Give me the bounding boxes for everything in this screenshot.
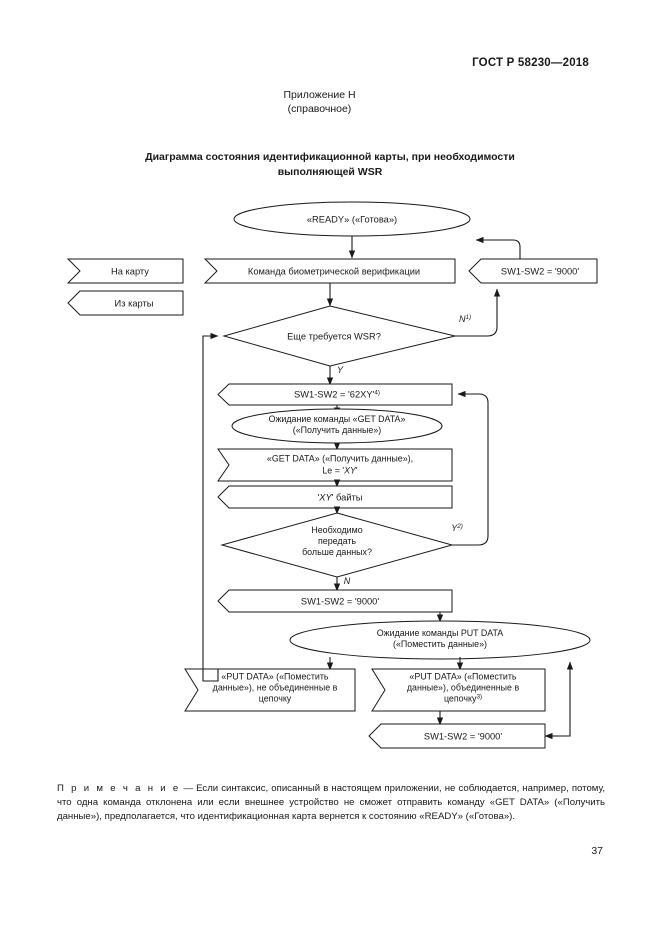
node-wait-put-data-line1: Ожидание команды PUT DATA <box>377 628 504 638</box>
legend-to-card-shape <box>66 258 184 284</box>
node-more-data-line1: Необходимо <box>311 525 362 535</box>
edge-more-data-yes <box>452 390 489 546</box>
footnote-text: Если синтаксис, описанный в настоящем пр… <box>57 783 605 823</box>
state-diagram: «READY» («Готова») На карту Из карты Ком… <box>66 201 598 749</box>
standard-header: ГОСТ Р 58230—2018 <box>472 57 589 69</box>
node-get-data-line1: «GET DATA» («Получить данные»), <box>267 454 413 464</box>
legend-from-card-label: Из карты <box>115 299 154 309</box>
node-ready-label: «READY» («Готова») <box>307 215 397 225</box>
node-put-data-chain-line1: «PUT DATA» («Поместить <box>409 672 517 682</box>
annex-type: (справочное) <box>287 103 352 115</box>
node-sw9000-bottom <box>368 723 546 749</box>
edge-sw9000bottom-to-wait-putdata <box>545 661 574 737</box>
diagram-title-line2: выполняющей WSR <box>277 166 383 178</box>
node-put-data-nochain-line1: «PUT DATA» («Поместить <box>221 672 329 682</box>
node-xy-bytes <box>217 485 453 509</box>
edge-wsr-no <box>455 288 501 337</box>
branch-label-wsr-no: N1) <box>459 314 471 324</box>
diagram-title-line1: Диаграмма состояния идентификационной ка… <box>145 151 515 163</box>
node-sw9000-mid <box>217 589 453 613</box>
node-sw9000-mid-label: SW1-SW2 = '9000' <box>301 597 379 607</box>
node-put-data-chain-line2: данные»), объединенные в <box>407 683 520 693</box>
legend-from-card-shape <box>67 290 184 316</box>
node-sw62xy-label: SW1-SW2 = '62XY'4) <box>294 390 380 400</box>
footnote: П р и м е ч а н и е — Если синтаксис, оп… <box>57 782 605 825</box>
node-put-data-nochain-line2: данные»), не объединенные в <box>213 683 338 693</box>
legend-to-card-label: На карту <box>111 267 149 277</box>
edge-putdata-nochain-to-wsr-decision <box>202 332 219 682</box>
branch-label-more-data-no: N <box>344 576 351 586</box>
edge-sw9000top-to-ready <box>475 236 521 259</box>
node-put-data-nochain-line3: цепочку <box>259 694 292 704</box>
page-number: 37 <box>591 845 603 857</box>
branch-label-more-data-yes: Y2) <box>451 523 463 533</box>
node-wait-get-data-line1: Ожидание команды «GET DATA» <box>269 414 406 424</box>
node-need-wsr-label: Еще требуется WSR? <box>287 332 381 342</box>
annex-number: Приложение Н <box>283 89 356 101</box>
diagram-title: Диаграмма состояния идентификационной ка… <box>60 150 600 180</box>
branch-label-wsr-yes: Y <box>337 365 344 375</box>
footnote-dash: — <box>180 783 197 794</box>
node-xy-bytes-label: 'XY' байты <box>318 493 363 503</box>
node-wait-put-data <box>289 620 591 660</box>
node-put-data-chain <box>371 668 546 712</box>
node-bio-verify-command-label: Команда биометрической верификации <box>248 267 420 277</box>
node-put-data-nochain <box>184 668 356 712</box>
node-more-data-line3: больше данных? <box>302 547 372 557</box>
node-sw9000-top <box>468 258 598 284</box>
annex-heading: Приложение Н (справочное) <box>0 88 661 116</box>
node-put-data-chain-line3: цепочку3) <box>444 694 482 704</box>
node-sw9000-bottom-label: SW1-SW2 = '9000' <box>424 732 502 742</box>
node-wait-put-data-line2: («Поместить данные») <box>393 639 487 649</box>
node-more-data-line2: передать <box>318 536 356 546</box>
node-sw62xy <box>217 383 453 406</box>
node-sw9000-top-label: SW1-SW2 = '9000' <box>501 267 579 277</box>
node-get-data-line2: Le = 'XY' <box>322 466 358 476</box>
footnote-label: П р и м е ч а н и е <box>57 783 181 794</box>
node-wait-get-data-line2: («Получить данные») <box>293 425 382 435</box>
